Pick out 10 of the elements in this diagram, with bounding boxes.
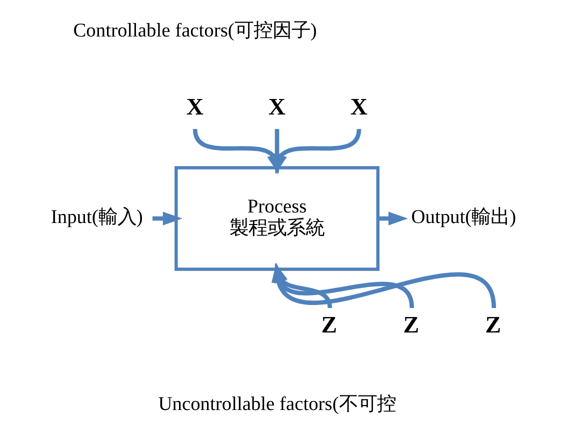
node-text: Input(輸入) <box>50 207 143 228</box>
node-text: Z <box>485 312 502 338</box>
node-text: X <box>350 94 368 121</box>
node-text: X <box>268 94 286 121</box>
node-text: Output(輸出) <box>411 207 516 228</box>
node-text: Z <box>321 312 338 338</box>
label: Controllable factors(可控因子) <box>73 20 317 42</box>
label: Uncontrollable factors(不可控 <box>158 394 396 415</box>
node-text: X <box>186 94 204 121</box>
node-text: Z <box>403 312 420 338</box>
